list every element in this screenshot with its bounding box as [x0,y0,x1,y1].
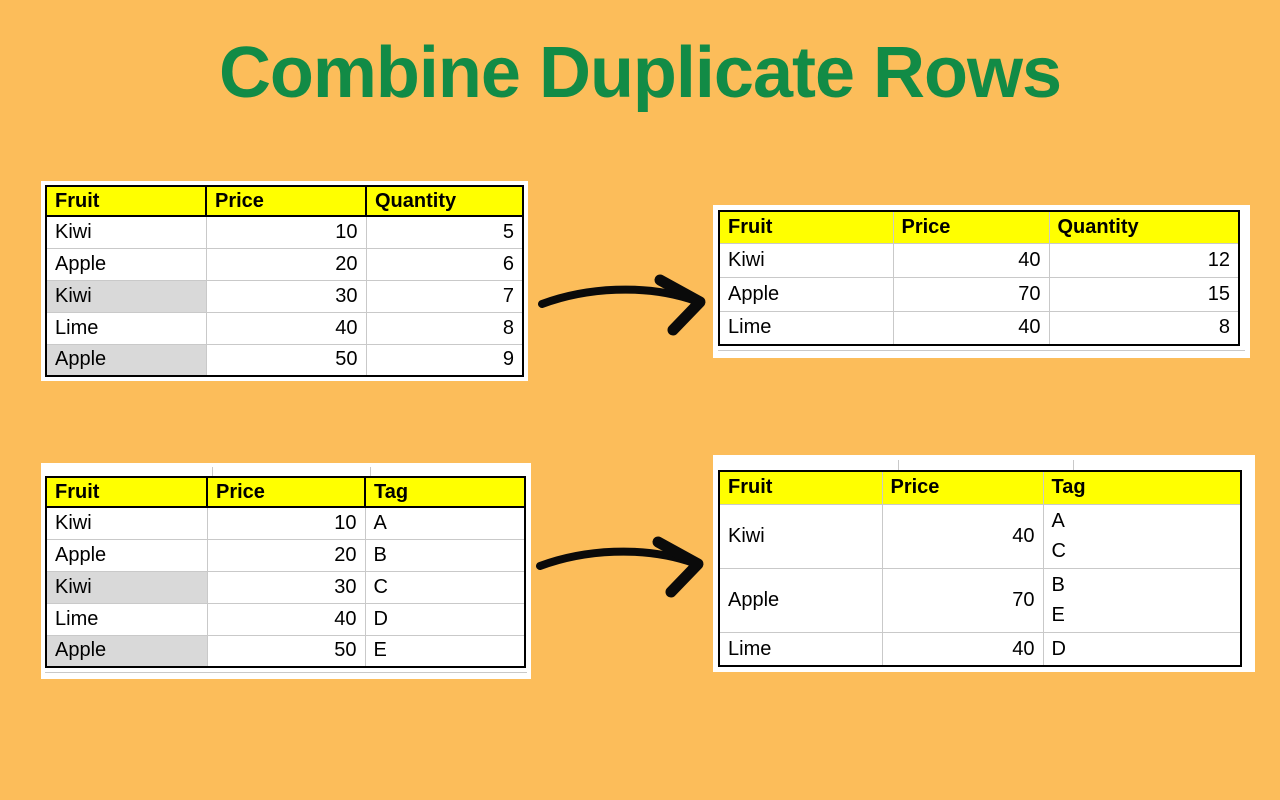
column-header-price: Price [892,211,1050,244]
column-header-fruit: Fruit [718,211,894,244]
cell-fruit: Kiwi [45,215,207,249]
sheet-gridline-sliver [45,467,527,476]
cell-quantity: 7 [365,279,524,313]
column-header-quantity: Quantity [365,185,524,217]
column-header-fruit: Fruit [45,185,207,217]
cell-price: 30 [206,570,366,604]
column-header-fruit: Fruit [45,476,208,508]
column-header-tag: Tag [1042,471,1242,505]
cell-fruit: Apple [45,634,208,668]
cell-quantity: 8 [1048,310,1240,346]
column-header-tag: Tag [364,476,526,508]
column-header-price: Price [205,185,367,217]
cell-tag: D [1042,631,1242,667]
right-arrow-icon [538,274,706,336]
cell-price: 50 [206,634,366,668]
cell-fruit: Kiwi [45,506,208,540]
cell-tag: B [364,538,526,572]
cell-fruit: Apple [718,276,894,312]
cell-price: 20 [206,538,366,572]
cell-quantity: 15 [1048,276,1240,312]
column-header-price: Price [881,471,1044,505]
cell-price: 40 [881,631,1044,667]
cell-price: 40 [892,310,1050,346]
cell-quantity: 6 [365,247,524,281]
sheet-gridline-sliver [718,460,1250,470]
cell-fruit: Apple [45,343,207,377]
cell-quantity: 5 [365,215,524,249]
cell-price: 20 [205,247,367,281]
cell-fruit: Lime [45,602,208,636]
page-title: Combine Duplicate Rows [218,33,1062,113]
cell-fruit: Kiwi [45,279,207,313]
cell-tag: C [364,570,526,604]
cell-price: 70 [881,567,1044,633]
sheet-gridline-sliver [45,668,527,675]
cell-fruit: Apple [45,247,207,281]
cell-price: 40 [881,503,1044,569]
cell-quantity: 9 [365,343,524,377]
cell-fruit: Lime [45,311,207,345]
cell-price: 10 [205,215,367,249]
column-header-price: Price [206,476,366,508]
cell-price: 70 [892,276,1050,312]
cell-price: 30 [205,279,367,313]
sheet-gridline-sliver [718,346,1245,353]
cell-price: 40 [892,242,1050,278]
column-header-quantity: Quantity [1048,211,1240,244]
cell-fruit: Kiwi [718,242,894,278]
cell-quantity: 8 [365,311,524,345]
cell-fruit: Apple [718,567,883,633]
cell-tag: D [364,602,526,636]
cell-fruit: Lime [718,631,883,667]
right-arrow-icon [536,536,704,598]
column-header-fruit: Fruit [718,471,883,505]
cell-fruit: Kiwi [718,503,883,569]
cell-quantity: 12 [1048,242,1240,278]
cell-fruit: Kiwi [45,570,208,604]
cell-fruit: Lime [718,310,894,346]
cell-price: 50 [205,343,367,377]
cell-tag: A [364,506,526,540]
cell-price: 40 [206,602,366,636]
cell-fruit: Apple [45,538,208,572]
cell-price: 10 [206,506,366,540]
cell-price: 40 [205,311,367,345]
cell-tag: E [364,634,526,668]
